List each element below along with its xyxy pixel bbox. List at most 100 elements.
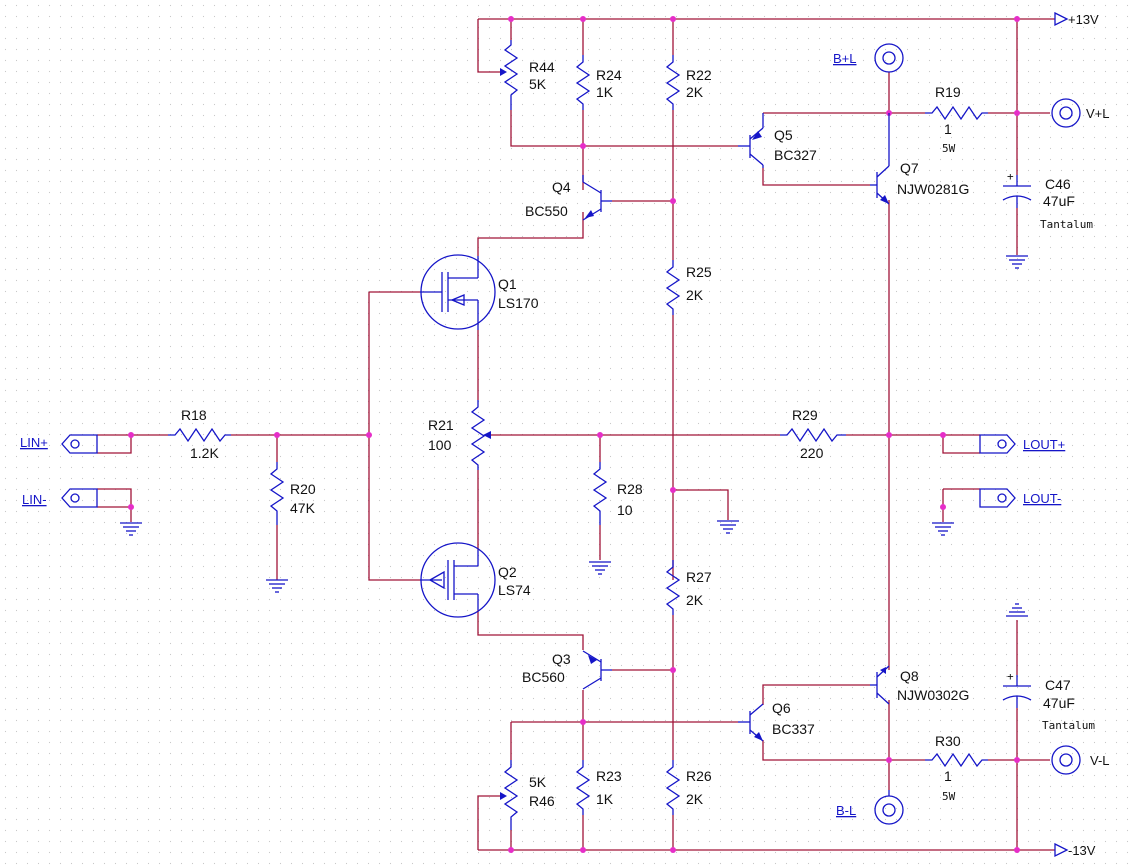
svg-text:1: 1 [944,768,952,784]
svg-text:1K: 1K [596,791,614,807]
svg-text:Q2: Q2 [498,564,517,580]
svg-text:2K: 2K [686,592,704,608]
svg-text:BC327: BC327 [774,147,817,163]
svg-text:100: 100 [428,437,452,453]
resistor-r18: R18 1.2K [168,407,231,461]
svg-text:5W: 5W [942,790,956,803]
svg-text:1K: 1K [596,84,614,100]
svg-text:R23: R23 [596,768,622,784]
port-bml-label: B-L [836,803,856,818]
potentiometer-r21: R21 100 [428,400,491,470]
svg-text:C47: C47 [1045,677,1071,693]
resistor-r22: R22 2K [665,55,712,110]
transistor-q6: Q6 BC337 [738,700,815,742]
port-bpl-label: B+L [833,51,857,66]
svg-text:Q4: Q4 [552,179,571,195]
svg-text:Q1: Q1 [498,276,517,292]
transistor-q4: Q4 BC550 [525,175,612,221]
svg-text:R26: R26 [686,768,712,784]
terminal-v-minus: V-L [1051,745,1110,775]
svg-text:1.2K: 1.2K [190,445,219,461]
terminal-b-plus: B+L [833,43,904,73]
svg-text:LS74: LS74 [498,582,531,598]
jfet-q1: Q1 LS170 [420,254,539,330]
resistor-r19: R19 1 5W [925,84,988,155]
svg-text:R29: R29 [792,407,818,423]
capacitor-c46: + C46 47uF Tantalum [1002,170,1093,231]
junction-nodes [128,16,1020,853]
resistor-r44: R44 5K [500,40,555,110]
transistor-q3: Q3 BC560 [522,650,612,690]
port-vml-label: V-L [1090,753,1110,768]
svg-text:R21: R21 [428,417,454,433]
wires [97,18,1055,851]
svg-text:2K: 2K [686,287,704,303]
resistor-r28: R28 10 [592,462,643,525]
svg-text:Q6: Q6 [772,700,791,716]
svg-text:R25: R25 [686,264,712,280]
svg-text:C46: C46 [1045,176,1071,192]
svg-text:Q8: Q8 [900,668,919,684]
transistor-q8: Q8 NJW0302G [870,665,969,705]
svg-text:R22: R22 [686,67,712,83]
resistor-r20: R20 47K [269,462,316,525]
svg-text:R27: R27 [686,569,712,585]
port-lout-neg-label: LOUT- [1023,491,1061,506]
transistor-q7: Q7 NJW0281G [870,113,969,205]
svg-text:Q3: Q3 [552,651,571,667]
svg-text:5K: 5K [529,774,547,790]
resistor-r23: R23 1K [575,760,622,815]
svg-text:1: 1 [944,121,952,137]
port-lout-pos-label: LOUT+ [1023,437,1065,452]
svg-text:10: 10 [617,502,633,518]
rail-neg-flag: -13V [1054,842,1096,858]
resistor-r24: R24 1K [575,55,622,110]
resistor-r26: R26 2K [665,760,712,815]
resistor-r46: 5K R46 [500,760,555,830]
port-vpl-label: V+L [1086,106,1110,121]
connector-lout-neg: LOUT- [979,488,1061,508]
svg-text:Q5: Q5 [774,127,793,143]
connector-lin-pos: LIN+ [20,434,98,454]
svg-text:BC560: BC560 [522,669,565,685]
rail-pos-flag: +13V [1054,11,1099,27]
terminal-v-plus: V+L [1051,98,1110,128]
svg-text:+: + [1007,170,1014,183]
svg-text:5K: 5K [529,76,547,92]
svg-text:2K: 2K [686,791,704,807]
terminal-b-minus: B-L [836,790,904,825]
svg-text:R20: R20 [290,481,316,497]
svg-text:NJW0281G: NJW0281G [897,181,969,197]
rail-pos-label: +13V [1068,12,1099,27]
svg-text:BC550: BC550 [525,203,568,219]
svg-text:R30: R30 [935,733,961,749]
svg-text:R46: R46 [529,793,555,809]
svg-text:NJW0302G: NJW0302G [897,687,969,703]
svg-text:Q7: Q7 [900,160,919,176]
svg-text:R19: R19 [935,84,961,100]
resistor-r29: R29 220 [780,407,846,461]
svg-text:220: 220 [800,445,824,461]
svg-text:R24: R24 [596,67,622,83]
svg-text:+: + [1007,670,1014,683]
svg-text:R18: R18 [181,407,207,423]
port-lin-neg-label: LIN- [22,492,47,507]
svg-text:47uF: 47uF [1043,193,1075,209]
svg-text:Tantalum: Tantalum [1042,719,1095,732]
svg-text:BC337: BC337 [772,721,815,737]
resistor-r25: R25 2K [665,260,712,315]
port-lin-pos-label: LIN+ [20,435,48,450]
resistor-r27: R27 2K [665,560,712,615]
svg-text:R28: R28 [617,481,643,497]
svg-text:Tantalum: Tantalum [1040,218,1093,231]
transistor-q5: Q5 BC327 [738,113,817,168]
svg-text:LS170: LS170 [498,295,539,311]
rail-neg-label: -13V [1068,843,1096,858]
connector-lin-neg: LIN- [22,488,98,508]
connector-lout-pos: LOUT+ [979,434,1065,454]
svg-text:R44: R44 [529,59,555,75]
svg-text:47K: 47K [290,500,316,516]
svg-text:2K: 2K [686,84,704,100]
